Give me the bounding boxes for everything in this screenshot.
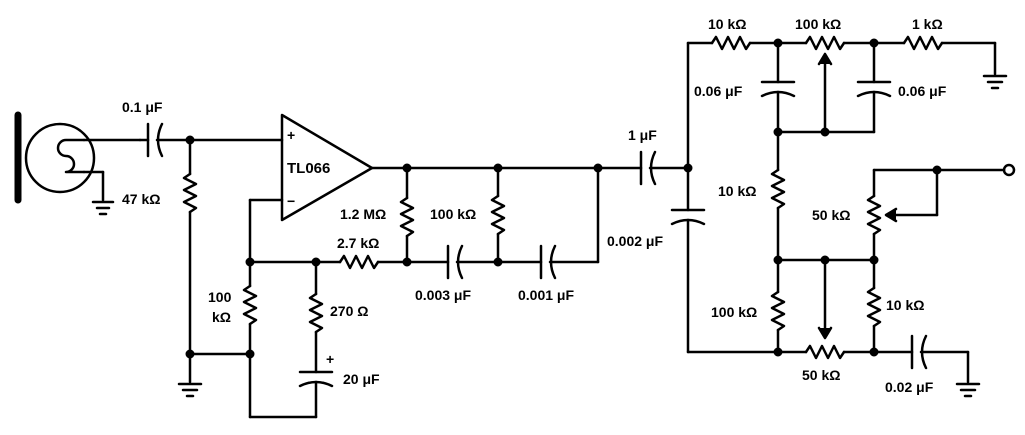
label-c-20u: 20 μF bbox=[343, 371, 380, 387]
resistor-270 bbox=[308, 260, 324, 374]
label-r-mid-10k: 10 kΩ bbox=[718, 183, 756, 199]
ground-symbol-opamp bbox=[177, 382, 203, 398]
junction-dot bbox=[932, 165, 942, 175]
capacitor-20uf bbox=[298, 370, 334, 419]
label-r-input-bias: 47 kΩ bbox=[122, 191, 160, 207]
label-pot-50k-bottom: 50 kΩ bbox=[802, 367, 840, 383]
resistor-1k-top bbox=[872, 35, 997, 76]
resistor-47k bbox=[182, 138, 198, 356]
capacitor-0.001uf bbox=[496, 166, 600, 280]
label-pot-top-100k: 100 kΩ bbox=[795, 16, 841, 32]
label-c-006-left: 0.06 μF bbox=[694, 83, 743, 99]
label-c-20u-plus: + bbox=[326, 351, 334, 367]
resistor-100k-gnd bbox=[242, 260, 258, 419]
junction-dot bbox=[245, 349, 255, 359]
output-terminal bbox=[1002, 163, 1016, 177]
label-r-bot-100k: 100 kΩ bbox=[711, 304, 757, 320]
ground-symbol-bottom bbox=[955, 382, 981, 398]
label-pot-50k-output: 50 kΩ bbox=[812, 207, 850, 223]
label-r-gnd-100k-b: kΩ bbox=[212, 309, 231, 325]
label-r-feedback-series: 2.7 kΩ bbox=[337, 235, 379, 251]
capacitor-0.02uf bbox=[872, 334, 970, 384]
resistor-10k-mid bbox=[770, 130, 786, 262]
opamp-minus: − bbox=[287, 193, 295, 209]
opamp-label: TL066 bbox=[287, 160, 330, 177]
capacitor-0.1uf bbox=[138, 122, 192, 158]
capacitor-1uf bbox=[596, 150, 690, 186]
label-r-tone-100k: 100 kΩ bbox=[430, 206, 476, 222]
label-r-feedback-upper: 1.2 MΩ bbox=[340, 206, 386, 222]
input-transducer bbox=[14, 111, 142, 204]
resistor-2.7k bbox=[248, 254, 409, 270]
label-r-gnd-100k-a: 100 bbox=[208, 289, 232, 305]
label-c-1u: 1 μF bbox=[628, 127, 657, 143]
opamp-plus: + bbox=[287, 127, 295, 143]
label-r-top-1k: 1 kΩ bbox=[912, 16, 943, 32]
potentiometer-100k-top bbox=[776, 35, 876, 134]
capacitor-0.06uf-right bbox=[856, 41, 892, 134]
resistor-10k-top bbox=[686, 35, 780, 51]
label-c-0002: 0.002 μF bbox=[607, 233, 663, 249]
resistor-10k-bottom bbox=[866, 258, 882, 354]
label-r-bot-10k: 10 kΩ bbox=[886, 297, 924, 313]
capacitor-0.003uf bbox=[405, 244, 500, 280]
label-c-input: 0.1 μF bbox=[122, 99, 163, 115]
label-c-002: 0.02 μF bbox=[885, 379, 934, 395]
capacitor-0.002uf bbox=[670, 166, 780, 354]
opamp-tl066 bbox=[280, 113, 374, 222]
resistor-1.2m bbox=[399, 166, 415, 264]
capacitor-0.06uf-left bbox=[760, 41, 796, 134]
label-c-0003: 0.003 μF bbox=[415, 287, 471, 303]
ground-symbol-input bbox=[91, 200, 115, 216]
resistor-100k-bottom bbox=[770, 258, 786, 354]
label-c-006-right: 0.06 μF bbox=[898, 83, 947, 99]
potentiometer-50k-bottom bbox=[776, 258, 876, 360]
label-r-top-10k: 10 kΩ bbox=[708, 16, 746, 32]
label-c-0001: 0.001 μF bbox=[518, 287, 574, 303]
label-r-270: 270 Ω bbox=[330, 303, 368, 319]
resistor-100k-tone bbox=[490, 166, 506, 264]
junction-dot bbox=[820, 127, 830, 137]
potentiometer-50k-output bbox=[866, 168, 1006, 262]
ground-symbol-top bbox=[982, 74, 1008, 90]
